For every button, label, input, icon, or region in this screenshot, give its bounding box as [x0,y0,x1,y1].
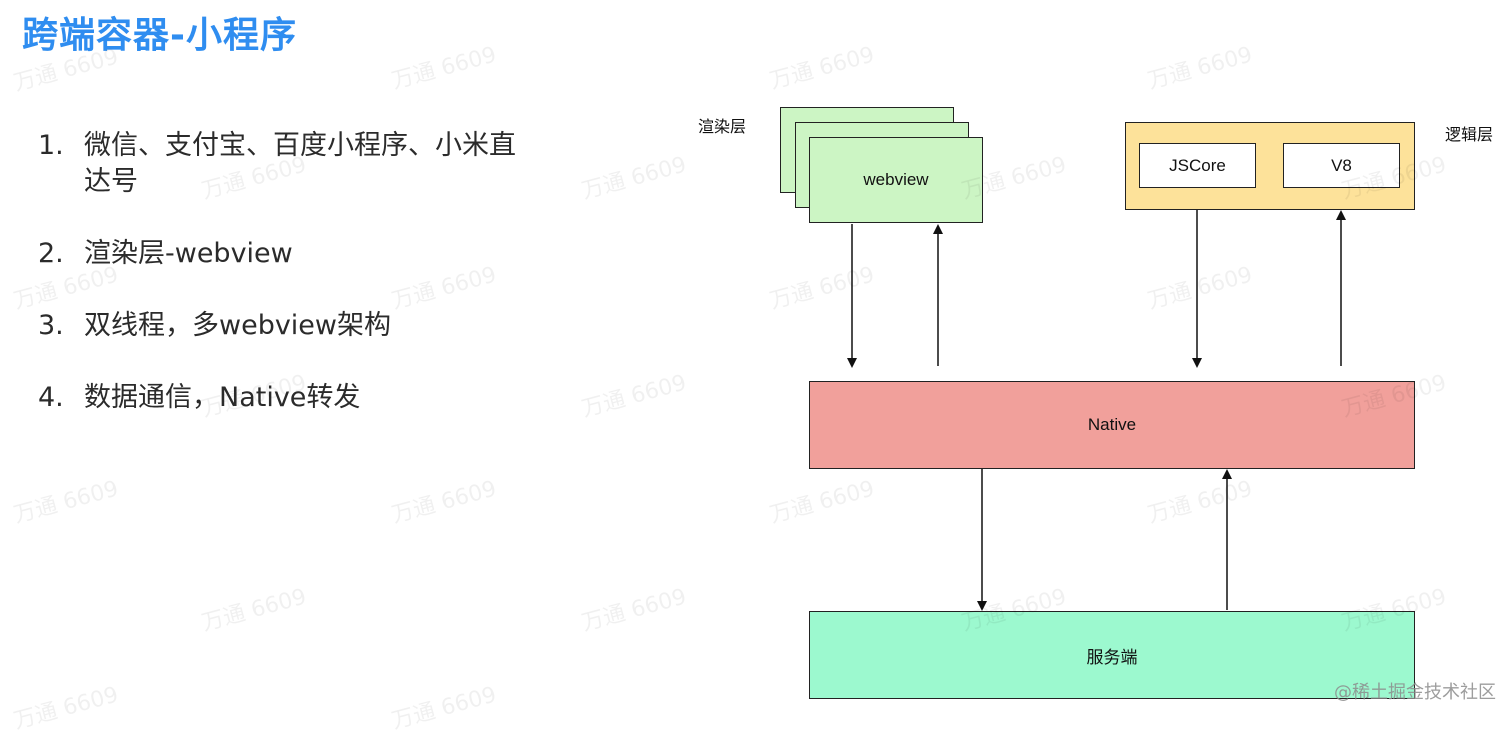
native-box: Native [809,381,1415,469]
server-label: 服务端 [1086,647,1138,667]
list-item-text: 微信、支付宝、百度小程序、小米直达号 [84,130,516,197]
list-item-text: 双线程，多webview架构 [84,310,392,341]
connector-arrows [847,210,1346,611]
server-box: 服务端 [809,611,1415,699]
list-item-text: 渲染层-webview [84,238,293,269]
list-item-text: 数据通信，Native转发 [84,382,361,413]
list-item-number: 4. [38,382,64,413]
list-item: 3. 双线程，多webview架构 [38,308,558,344]
source-credit: @稀土掘金技术社区 [1334,682,1496,703]
render-layer-label: 渲染层 [698,117,747,136]
list-item: 2. 渲染层-webview [38,236,558,272]
jscore-label: JSCore [1169,155,1226,175]
webview-label: webview [863,170,929,189]
v8-label: V8 [1331,155,1352,175]
webview-box: webview [809,137,983,223]
list-item-number: 1. [38,130,64,161]
jscore-box: JSCore [1139,143,1256,188]
list-item: 1. 微信、支付宝、百度小程序、小米直达号 [38,128,558,200]
list-item: 4. 数据通信，Native转发 [38,380,558,416]
list-item-number: 3. [38,310,64,341]
native-label: Native [1087,415,1137,434]
page-title: 跨端容器-小程序 [22,15,297,56]
list-item-number: 2. [38,238,64,269]
logic-layer-label: 逻辑层 [1445,125,1494,144]
v8-box: V8 [1283,143,1400,188]
point-list: 1. 微信、支付宝、百度小程序、小米直达号 2. 渲染层-webview 3. … [38,128,558,452]
